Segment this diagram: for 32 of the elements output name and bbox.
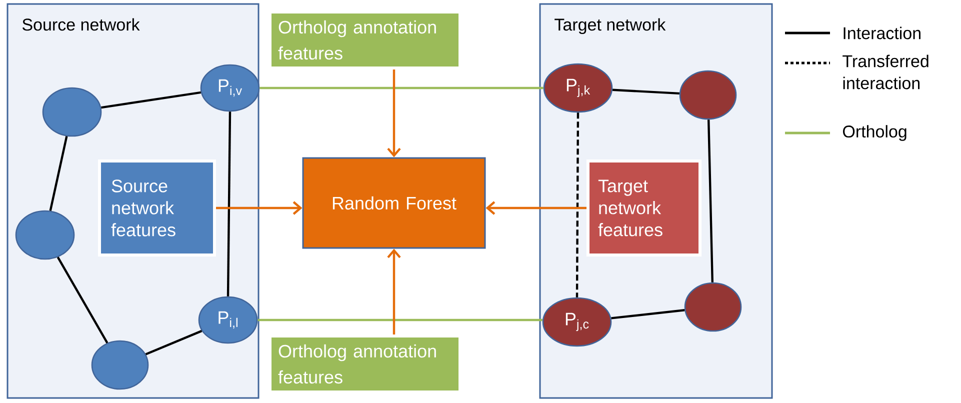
protein-node <box>15 210 75 260</box>
connector-line <box>612 88 680 95</box>
arrow <box>387 248 401 334</box>
connector-line <box>576 112 580 298</box>
protein-node <box>42 87 102 137</box>
protein-node: P$_{j,k}$ <box>543 63 613 113</box>
protein-node: P$_{j,c}$ <box>542 297 612 347</box>
protein-node <box>679 70 737 120</box>
connector-line <box>707 120 714 282</box>
connector-line <box>49 136 68 211</box>
feature-box: Source network features <box>98 160 216 256</box>
connector-line <box>56 256 108 344</box>
feature-box: Ortholog annotation features <box>268 334 462 394</box>
protein-node <box>91 340 149 390</box>
connector-line <box>611 309 685 320</box>
connector-line <box>260 86 544 90</box>
legend-label: Interaction <box>844 26 920 40</box>
arrow <box>486 201 586 215</box>
connector-line <box>101 91 202 109</box>
connector-line <box>258 318 542 322</box>
legend-label: Ortholog <box>843 125 906 141</box>
feature-box: Ortholog annotation features <box>268 10 462 70</box>
protein-node <box>684 282 742 332</box>
feature-box: Target network features <box>586 160 702 256</box>
arrow <box>387 70 401 158</box>
protein-node: P$_{i,v}$ <box>200 64 260 112</box>
protein-node: P$_{i,l}$ <box>198 296 258 344</box>
arrow <box>216 201 302 215</box>
legend-label: Transferred interaction <box>842 54 928 90</box>
classifier-box: Random Forest <box>302 157 486 249</box>
connector-line <box>145 330 202 356</box>
connector-line <box>226 112 232 296</box>
